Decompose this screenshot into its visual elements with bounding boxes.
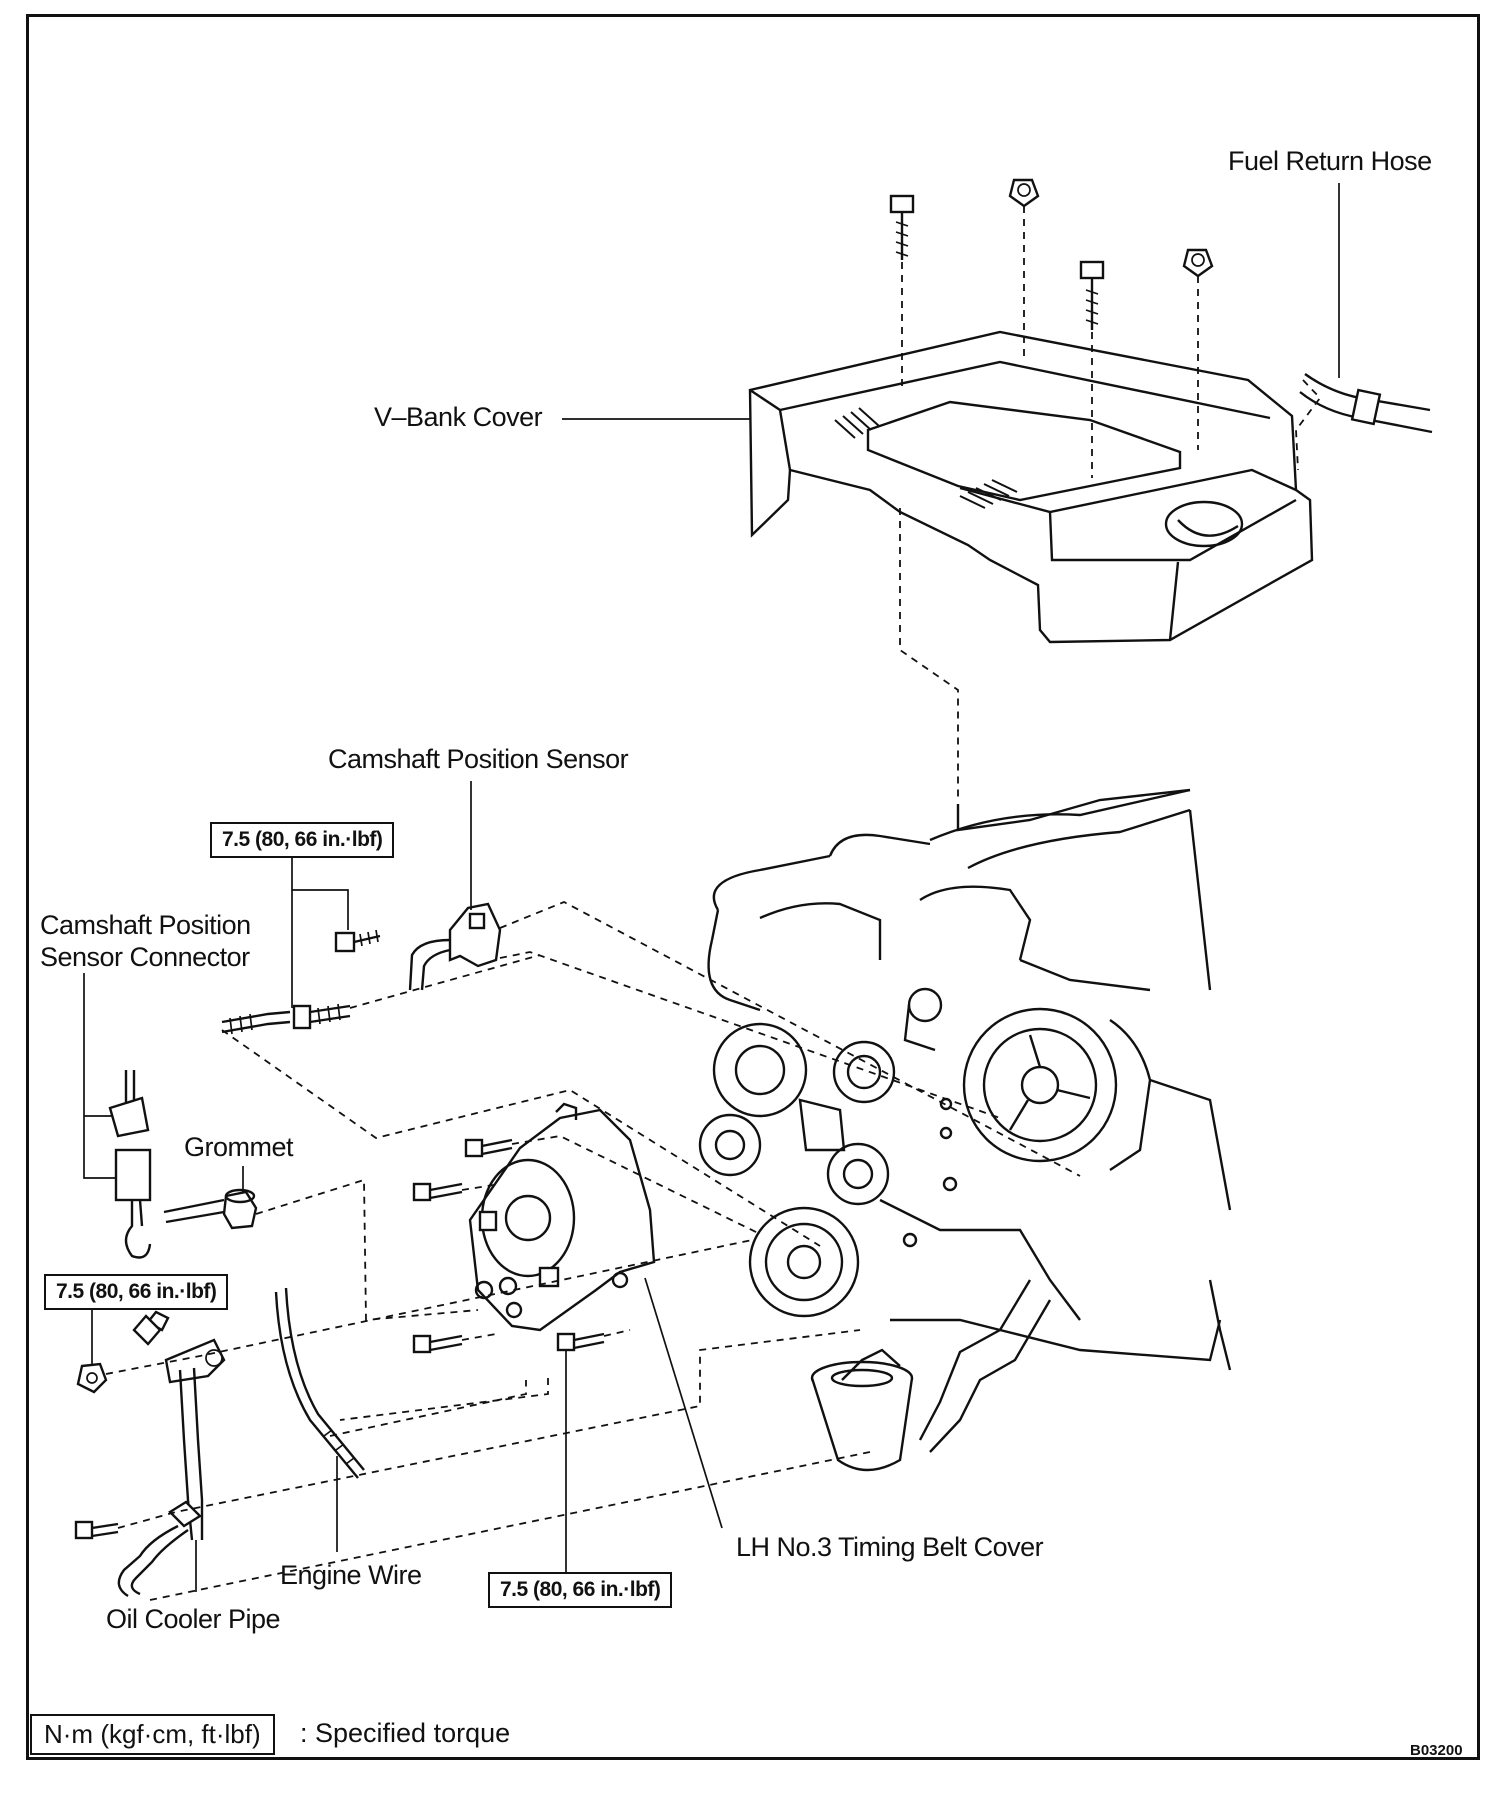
cover-bolt-b [412,1182,463,1202]
sensor-bolt [334,929,381,953]
camshaft-position-sensor-part [408,902,502,991]
cover-bolt-d [556,1332,605,1352]
cover-bolt-1 [889,194,915,260]
timing-belt-cover-leader [644,1277,723,1529]
fuel-return-hose-label: Fuel Return Hose [1228,146,1432,176]
sensor-stud [221,1003,351,1035]
camshaft-position-sensor-connector-label-line2: Sensor Connector [40,942,250,972]
lh-no3-timing-belt-cover-label: LH No.3 Timing Belt Cover [736,1532,1044,1562]
torque-units-legend-text: : Specified torque [300,1718,511,1748]
torque-units-legend-box: N·m (kgf·cm, ft·lbf) [30,1714,275,1755]
figure-code: B03200 [1410,1742,1463,1759]
camshaft-position-sensor-connector-part [108,1070,152,1259]
fuel-return-hose-part [1295,373,1433,471]
oil-cooler-pipe-label: Oil Cooler Pipe [106,1604,281,1634]
oil-cooler-pipe-nut [76,1362,108,1394]
v-bank-cover-label: V–Bank Cover [374,402,543,432]
diagram-frame [26,14,1480,1760]
oil-cooler-pipe-part [117,1310,226,1598]
cover-nut-1 [1008,178,1040,208]
torque-spec-oil-cooler-pipe: 7.5 (80, 66 in.·lbf) [44,1274,229,1310]
v-bank-cover-part [748,330,1314,644]
torque-spec-sensor: 7.5 (80, 66 in.·lbf) [210,822,395,858]
engine-wire-part [274,1287,365,1479]
lh-no3-timing-belt-cover-part [468,1102,656,1332]
grommet-part [163,1188,258,1230]
cover-bolt-a [464,1138,513,1158]
grommet-label: Grommet [184,1132,294,1162]
torque-spec-timing-belt-cover: 7.5 (80, 66 in.·lbf) [488,1572,673,1608]
connector-leader [83,973,116,1179]
cover-bolt-2 [1079,260,1105,330]
cover-bolt-c [412,1334,463,1354]
cover-nut-2 [1182,248,1214,278]
engine-assembly [698,788,1232,1472]
oil-cooler-pipe-bolt [74,1520,119,1540]
camshaft-position-sensor-label: Camshaft Position Sensor [328,744,629,774]
camshaft-position-sensor-connector-label-line1: Camshaft Position [40,910,251,940]
engine-wire-label: Engine Wire [280,1560,422,1590]
